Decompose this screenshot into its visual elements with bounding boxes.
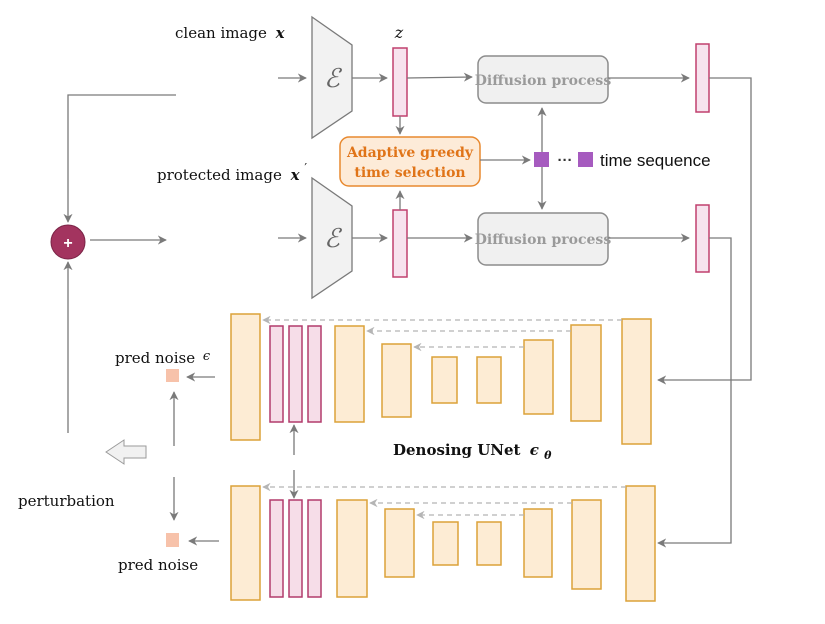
clean-image-label: clean image x xyxy=(175,24,286,42)
unet-lower-block-5 xyxy=(476,521,502,566)
encoder-top: ℰ xyxy=(311,15,353,140)
unet-lower-attn-3 xyxy=(307,499,322,598)
adaptive-line2: time selection xyxy=(354,165,465,181)
pred-noise-square xyxy=(166,533,179,547)
unet-lower-block-3 xyxy=(384,508,415,578)
encoder-bottom: ℰ xyxy=(311,176,353,300)
plus-symbol: + xyxy=(63,235,72,252)
pred-noise-label: pred noise xyxy=(118,556,198,574)
diffusion-process-top: Diffusion process xyxy=(475,55,612,104)
adaptive-line1: Adaptive greedy xyxy=(346,145,474,161)
time-step-square-1 xyxy=(534,152,549,167)
plus-node: + xyxy=(50,224,86,260)
unet-upper-block-4 xyxy=(431,356,458,404)
unet-lower-attn-2 xyxy=(288,499,303,598)
unet-title: Denosing UNet ϵ θ xyxy=(393,441,552,462)
unet-upper-block-1 xyxy=(230,313,261,441)
unet-upper-block-5 xyxy=(476,356,502,404)
time-step-square-2 xyxy=(578,152,593,167)
loop-top-line xyxy=(63,94,176,223)
adaptive-greedy-box: Adaptive greedy time selection xyxy=(339,136,481,187)
unet-upper-attn-3 xyxy=(307,325,322,423)
encoder-bottom-symbol: ℰ xyxy=(324,224,342,254)
latent-top-right xyxy=(695,43,710,113)
unet-lower-block-1 xyxy=(230,485,261,601)
pred-noise-eps-label: pred noise ϵ xyxy=(115,349,211,367)
unet-upper-attn-1 xyxy=(269,325,284,423)
time-sequence-label: time sequence xyxy=(600,151,711,170)
perturbation-label: perturbation xyxy=(18,492,115,510)
unet-upper-block-3 xyxy=(381,343,412,418)
latent-bottom-left xyxy=(392,209,408,278)
unet-lower xyxy=(230,482,656,602)
diffusion-bottom-label: Diffusion process xyxy=(475,232,612,248)
diffusion-top-label: Diffusion process xyxy=(475,73,612,89)
unet-upper-block-6 xyxy=(523,339,554,415)
route-top-latent-to-unet xyxy=(657,77,752,385)
unet-upper-attn-2 xyxy=(288,325,303,423)
route-bottom-latent-to-unet xyxy=(657,237,732,548)
unet-lower-block-2 xyxy=(336,499,368,598)
latent-bottom-right xyxy=(695,204,710,273)
unet-lower-block-4 xyxy=(432,521,459,566)
unet-lower-attn-1 xyxy=(269,499,284,598)
protected-image-label: protected image x ′ xyxy=(157,161,307,184)
latent-top-left xyxy=(392,47,408,117)
unet-lower-block-8 xyxy=(625,485,656,602)
unet-upper-block-7 xyxy=(570,324,602,422)
encoder-top-symbol: ℰ xyxy=(324,64,342,94)
unet-upper-block-2 xyxy=(334,325,365,423)
perturbation-arrow-icon xyxy=(105,439,147,465)
unet-lower-block-7 xyxy=(571,499,602,590)
time-ellipsis: ··· xyxy=(558,152,573,169)
arrow-z-to-diffusion-top xyxy=(406,72,473,82)
unet-upper xyxy=(230,313,652,445)
pred-noise-eps-square xyxy=(166,369,179,382)
diffusion-process-bottom: Diffusion process xyxy=(475,212,612,266)
z-label: z xyxy=(394,23,404,42)
unet-lower-block-6 xyxy=(523,508,553,578)
unet-upper-block-8 xyxy=(621,318,652,445)
